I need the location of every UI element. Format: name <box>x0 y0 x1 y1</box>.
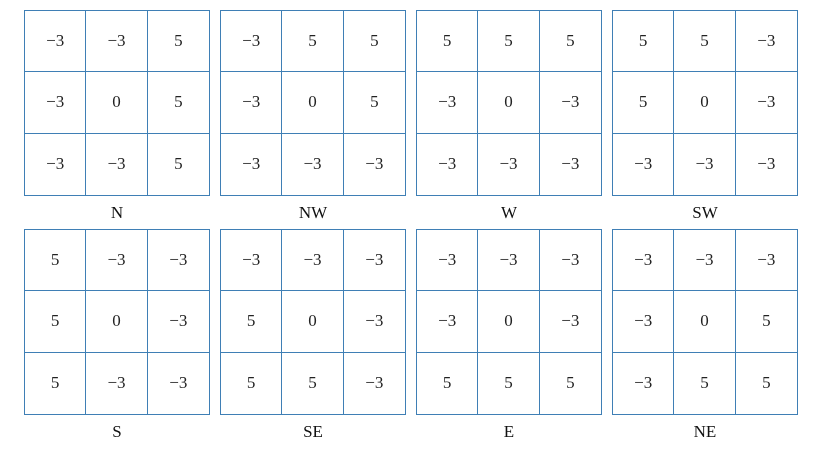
kernel-cell: −3 <box>282 230 344 292</box>
kernel-cell: 0 <box>86 72 148 134</box>
kernel-cell: −3 <box>282 133 344 195</box>
kernel-cell: 5 <box>147 11 209 73</box>
kernel-cell: −3 <box>86 352 148 414</box>
kernel-cell: −3 <box>613 133 675 195</box>
kernel-cell: −3 <box>735 11 797 73</box>
kernel-cell: 5 <box>539 11 601 73</box>
kernel-cell: −3 <box>221 72 283 134</box>
kernel-cell: 5 <box>613 11 675 73</box>
kernel-cell: −3 <box>478 133 540 195</box>
kernel-cell: 5 <box>282 11 344 73</box>
kernel-label: S <box>112 422 122 441</box>
kernel-cell: 5 <box>343 11 405 73</box>
kernel-cell: 5 <box>147 72 209 134</box>
kernel-cell: −3 <box>343 291 405 353</box>
kernel-cell: −3 <box>365 373 384 393</box>
kernel-cell: −3 <box>343 230 405 292</box>
kernel-cell: 0 <box>674 291 736 353</box>
kernel-cell: −3 <box>417 291 479 353</box>
kernel-cell: 5 <box>417 11 479 73</box>
kernel-cell: −3 <box>674 133 736 195</box>
kernel-cell: −3 <box>613 291 675 353</box>
kernel-cell: 0 <box>86 291 148 353</box>
kernel-cell: −3 <box>613 352 675 414</box>
kernel-label: SW <box>692 203 718 222</box>
kernel-cell: 5 <box>674 352 736 414</box>
kernel-cell: −3 <box>221 230 283 292</box>
kernel-cell: 5 <box>417 352 479 414</box>
kernel-cell: 5 <box>735 291 797 353</box>
kernel-cell: −3 <box>86 11 148 73</box>
kernel-cell: −3 <box>757 154 776 174</box>
kernel-cell: −3 <box>25 72 87 134</box>
kernel-cell: −3 <box>478 230 540 292</box>
kernel-cell: 5 <box>25 230 87 292</box>
kernel-cell: −3 <box>613 230 675 292</box>
kernel-cell: 5 <box>25 352 87 414</box>
kernel-cell: 5 <box>25 291 87 353</box>
kernel-cell: 0 <box>282 72 344 134</box>
kernel-cell: −3 <box>25 11 87 73</box>
kernel-cell: 5 <box>613 72 675 134</box>
kernel-label: W <box>500 203 518 222</box>
kernel-cell: 5 <box>174 154 183 174</box>
kernel-label: NE <box>693 422 717 441</box>
kernel-cell: −3 <box>86 230 148 292</box>
kernel-cell: −3 <box>539 72 601 134</box>
kernel-label: N <box>110 203 124 222</box>
kernel-cell: 0 <box>674 72 736 134</box>
kernel-cell: −3 <box>735 230 797 292</box>
kernel-cell: −3 <box>365 154 384 174</box>
kernel-cell: 5 <box>478 352 540 414</box>
kernel-cell: −3 <box>169 373 188 393</box>
kernel-cell: −3 <box>735 72 797 134</box>
kernel-cell: 0 <box>478 291 540 353</box>
kernel-cell: 5 <box>343 72 405 134</box>
kernel-label: E <box>503 422 515 441</box>
kernel-cell: 0 <box>282 291 344 353</box>
kernel-cell: 5 <box>674 11 736 73</box>
kernel-cell: 5 <box>282 352 344 414</box>
kernel-cell: −3 <box>86 133 148 195</box>
kernel-cell: −3 <box>221 11 283 73</box>
kernel-cell: −3 <box>561 154 580 174</box>
kernel-cell: −3 <box>417 72 479 134</box>
kernel-cell: −3 <box>417 133 479 195</box>
kernel-cell: 5 <box>566 373 575 393</box>
kernel-cell: 5 <box>478 11 540 73</box>
kernel-cell: 5 <box>221 291 283 353</box>
kernel-cell: −3 <box>147 230 209 292</box>
kernel-cell: −3 <box>539 230 601 292</box>
kernel-cell: 0 <box>478 72 540 134</box>
kernel-cell: 5 <box>221 352 283 414</box>
kernel-cell: −3 <box>674 230 736 292</box>
kernel-label: NW <box>298 203 328 222</box>
kernel-cell: −3 <box>221 133 283 195</box>
kernel-cell: −3 <box>147 291 209 353</box>
kernel-cell: 5 <box>762 373 771 393</box>
kernel-cell: −3 <box>417 230 479 292</box>
kernel-cell: −3 <box>539 291 601 353</box>
kernel-label: SE <box>303 422 323 441</box>
kernel-cell: −3 <box>25 133 87 195</box>
